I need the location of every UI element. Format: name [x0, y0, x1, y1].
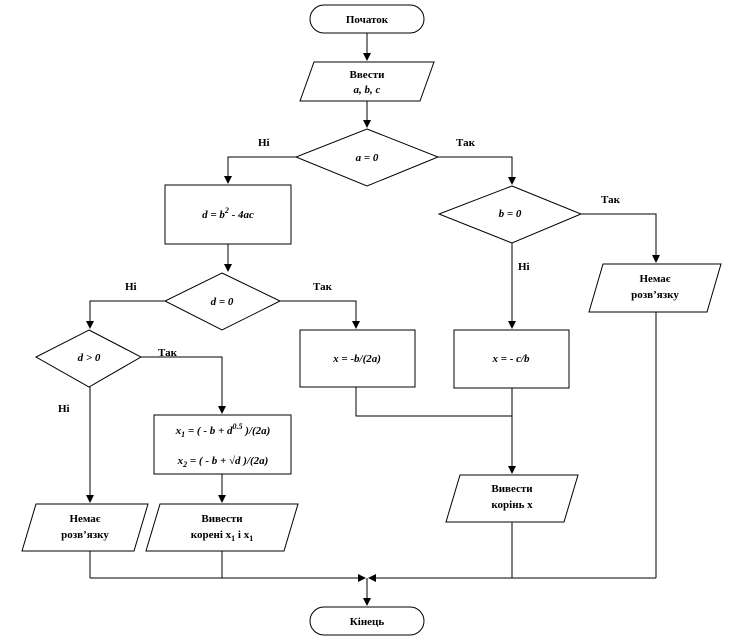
- edge-label-b-yes: Так: [601, 194, 621, 206]
- process-linear-root: [453, 329, 570, 389]
- process-x1-label: x1 = ( - b + d0.5 )/(2a): [175, 422, 271, 439]
- edge-label-a-yes: Так: [456, 137, 476, 149]
- no-solution-left-label-1: Немає: [69, 513, 100, 525]
- decision-b-zero-label: b = 0: [499, 208, 522, 220]
- edge-a-yes: [438, 156, 516, 185]
- end-label: Кінець: [350, 616, 385, 628]
- edge-d0-no: [86, 300, 165, 329]
- decision-d-zero-label: d = 0: [211, 296, 234, 308]
- decision-b-zero: [437, 185, 583, 244]
- output-roots-label-1: Вивести: [201, 513, 243, 525]
- decision-d-positive-label: d > 0: [78, 352, 101, 364]
- start-terminal: [309, 4, 425, 34]
- edge-d0-merge: [355, 387, 512, 417]
- edge-label-a-no: Ні: [258, 137, 270, 149]
- process-single-root-label: x = -b/(2a): [332, 353, 381, 365]
- edge-d0-yes: [280, 300, 360, 329]
- decision-a-zero: [294, 128, 440, 187]
- no-solution-left-label-2: розв’язку: [61, 529, 109, 541]
- process-single-root: [299, 329, 416, 388]
- process-x2-label: x2 = ( - b + √d )/(2a): [177, 455, 269, 469]
- output-root-label-1: Вивести: [491, 483, 533, 495]
- end-terminal: [309, 606, 425, 636]
- decision-d-zero: [163, 272, 282, 331]
- process-linear-root-label: x = - c/b: [491, 353, 530, 365]
- process-two-roots: [153, 414, 292, 475]
- input-parallelogram: [299, 61, 435, 102]
- edge-b-yes: [581, 213, 660, 263]
- process-discriminant-label: d = b2 - 4ac: [202, 206, 254, 221]
- start-label: Початок: [346, 14, 389, 26]
- input-label-2: a, b, c: [354, 84, 381, 96]
- output-root-label-2: корінь x: [491, 499, 533, 511]
- edge-a-no: [224, 156, 296, 184]
- output-roots: [145, 503, 299, 552]
- no-solution-right-label-1: Немає: [639, 273, 670, 285]
- no-solution-right-label-2: розв’язку: [631, 289, 679, 301]
- output-roots-label-2: корені x1 і x1: [191, 529, 253, 543]
- output-root: [445, 474, 579, 523]
- no-solution-right: [588, 263, 722, 313]
- edge-label-d0-yes: Так: [313, 281, 333, 293]
- decision-d-positive: [34, 329, 143, 388]
- process-discriminant: [164, 184, 292, 245]
- edge-label-dpos-yes: Так: [158, 347, 178, 359]
- no-solution-left: [21, 503, 149, 552]
- input-label-1: Ввести: [350, 69, 386, 81]
- edge-label-dpos-no: Ні: [58, 403, 70, 415]
- edge-dpos-yes: [141, 356, 226, 414]
- edge-label-b-no: Ні: [518, 261, 530, 273]
- edge-label-d0-no: Ні: [125, 281, 137, 293]
- decision-a-zero-label: a = 0: [356, 152, 379, 164]
- connectors: [86, 33, 660, 606]
